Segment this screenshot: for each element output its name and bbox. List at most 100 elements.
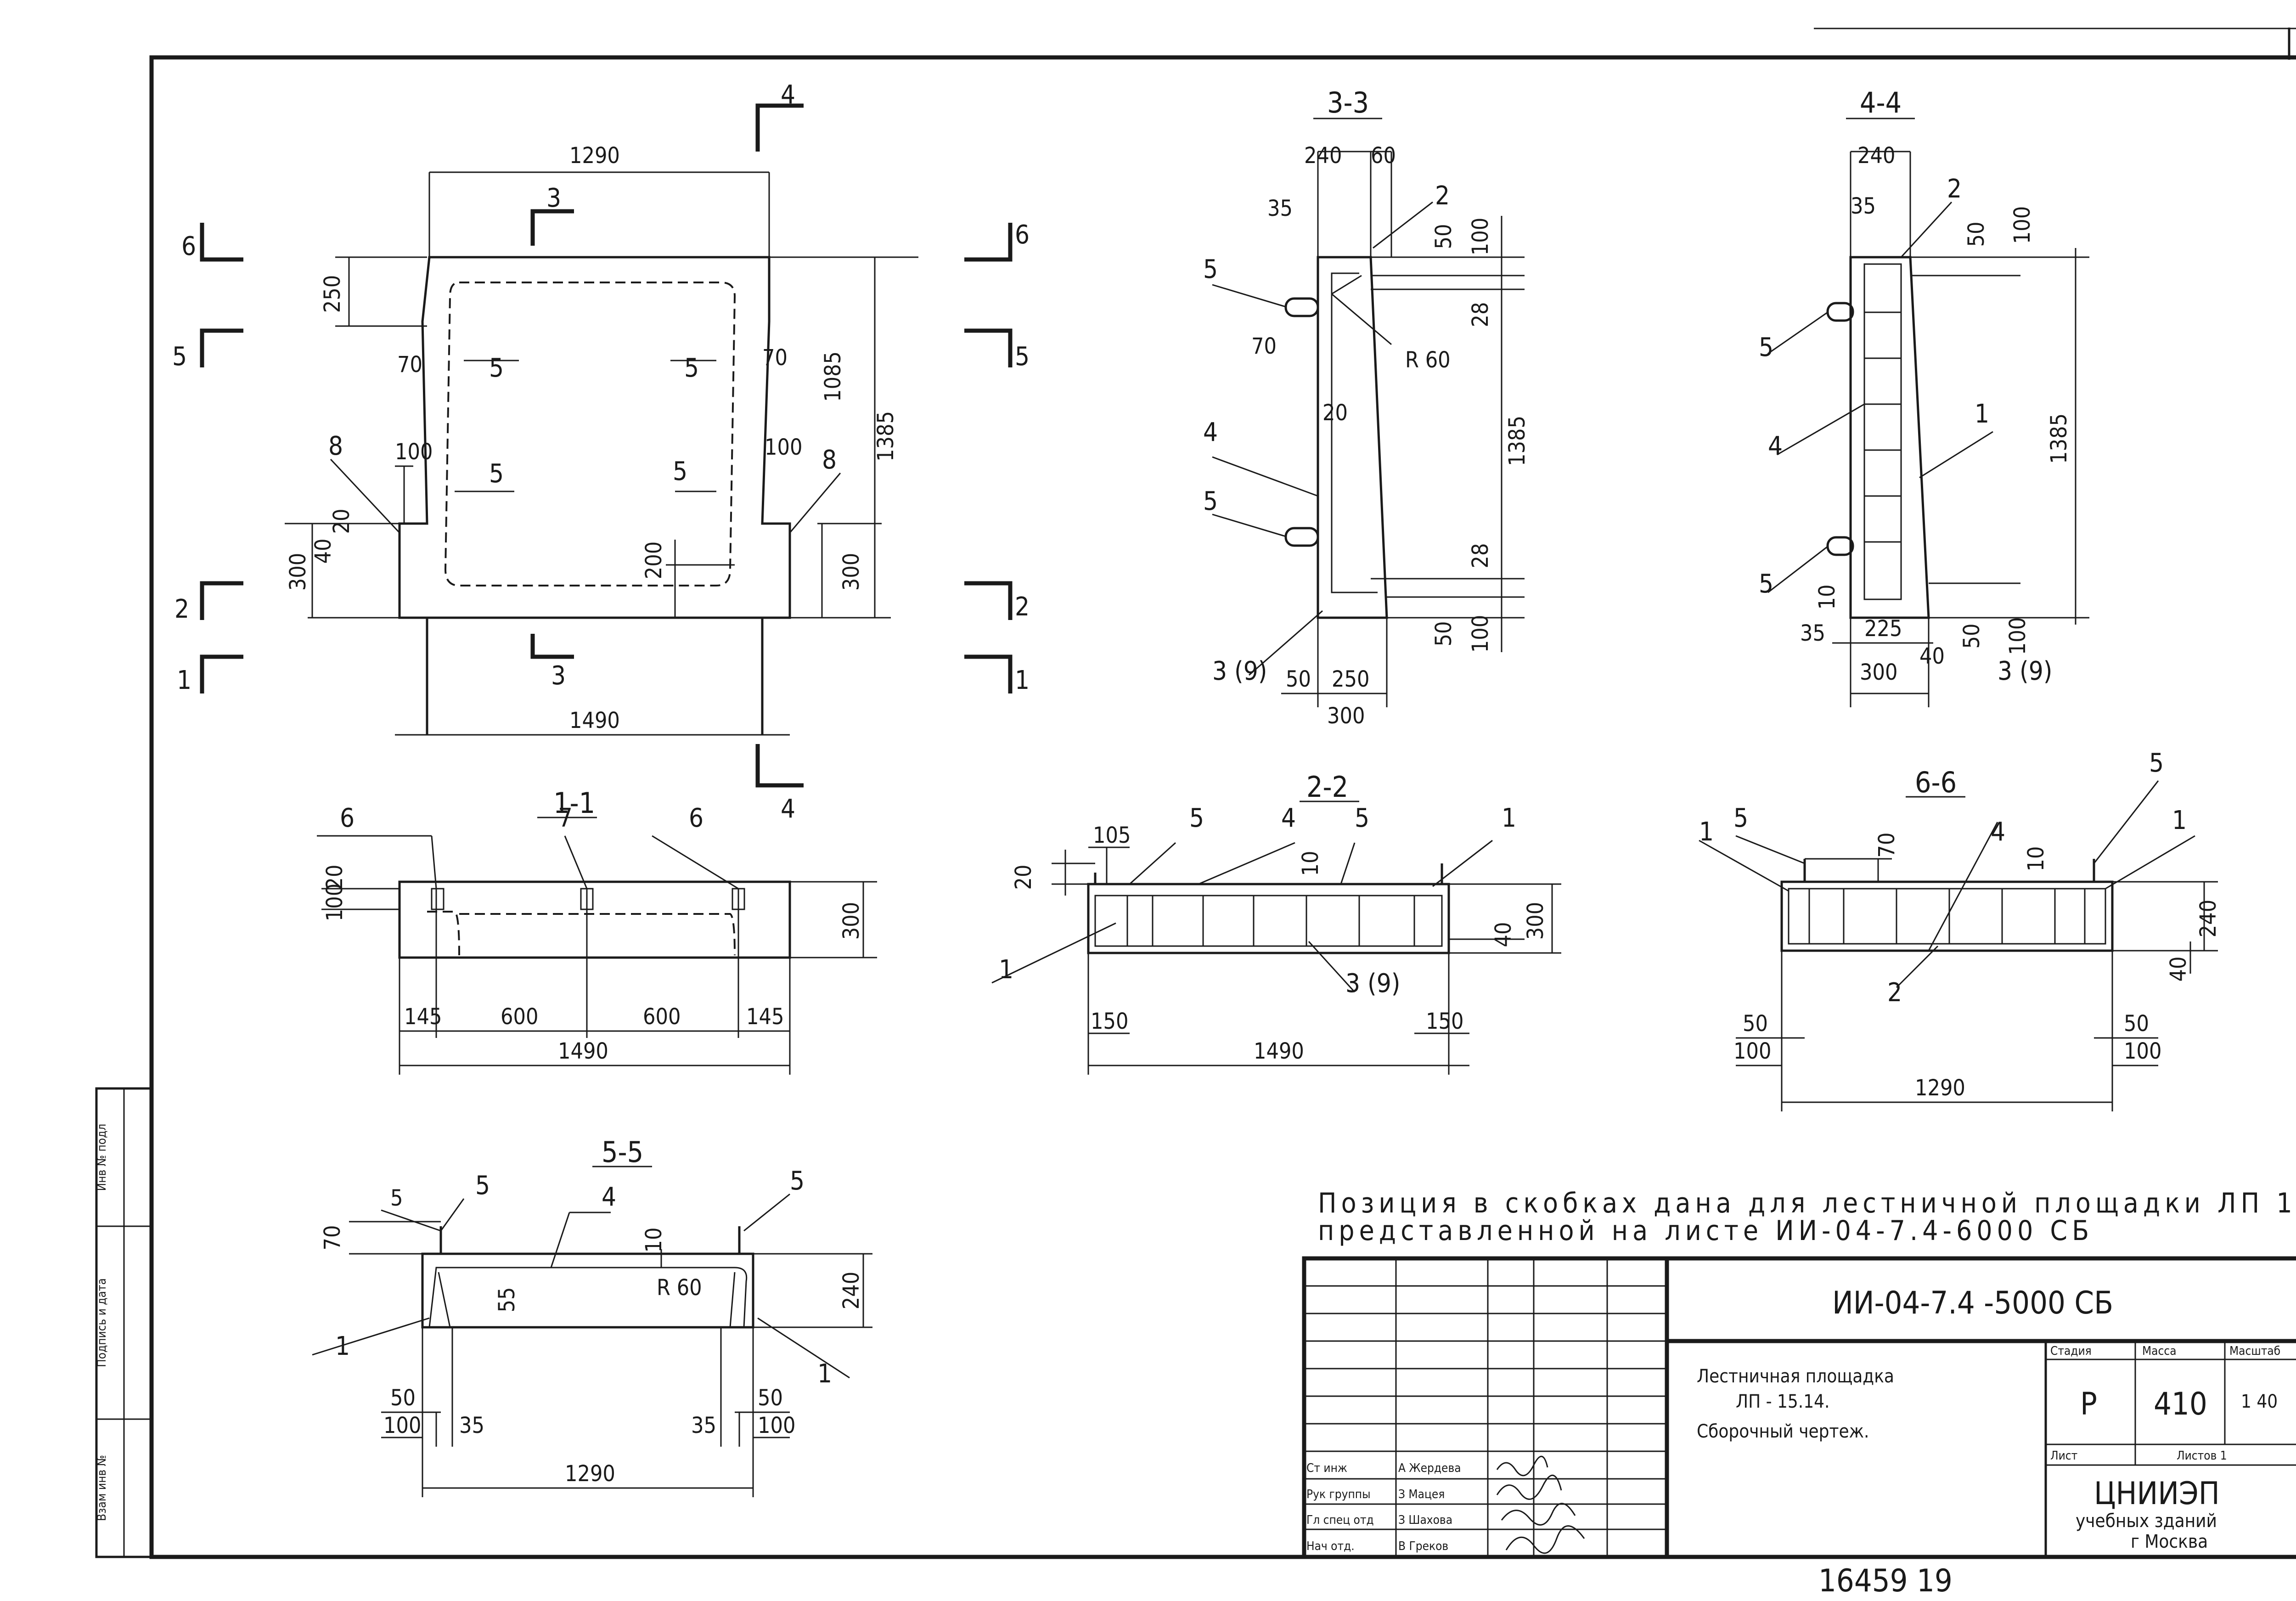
plan-cut-4-top: 4 [781, 80, 795, 110]
s11-pos-7: 7 [558, 803, 573, 833]
s44-dim-100-bottom: 100 [2005, 617, 2031, 655]
s11-dim-20: 20 [322, 865, 348, 890]
signature-2 [1496, 1475, 1562, 1500]
plan-dim-40: 40 [310, 539, 336, 564]
tb-role-4: Нач отд. [1306, 1539, 1355, 1553]
s66-pos-5-right: 5 [2149, 748, 2164, 778]
s66-dim-70: 70 [1874, 833, 1900, 858]
s22-pos-4: 4 [1281, 803, 1296, 833]
s55-pos-4: 4 [602, 1182, 616, 1212]
s44-dim-50-bottom: 50 [1959, 624, 1985, 649]
section-1-1-title: 1-1 [553, 786, 595, 820]
s55-dim-35-left: 35 [459, 1413, 484, 1438]
s22-dim-10: 10 [1298, 851, 1323, 876]
s22-dim-150-right: 150 [1426, 1009, 1463, 1034]
side-stamp: Инв № подл Подпись и дата Взам инв № [95, 1087, 153, 1558]
s11-dim-600-left: 600 [501, 1004, 538, 1030]
plan-dim-100-left: 100 [395, 439, 433, 465]
section-1-1: 1-1 100 20 300 145 600 600 145 1490 6 7 … [317, 786, 877, 1075]
section-6-6-title: 6-6 [1915, 766, 1957, 799]
s55-dim-240: 240 [838, 1272, 864, 1309]
s44-dim-10: 10 [1814, 585, 1840, 610]
plan-dim-20: 20 [329, 509, 355, 534]
s66-pos-1-right: 1 [2172, 806, 2187, 835]
s44-dim-40: 40 [1919, 643, 1945, 669]
s22-dim-20: 20 [1011, 865, 1036, 890]
s33-dim-28-top: 28 [1468, 302, 1493, 327]
tb-name-person-2: З Мацея [1398, 1488, 1445, 1501]
s33-dim-50-base: 50 [1286, 666, 1311, 692]
tb-name-1: Лестничная площадка [1697, 1366, 1894, 1387]
s33-dim-60: 60 [1371, 143, 1396, 169]
s33-dim-28-bottom: 28 [1468, 543, 1493, 569]
plan-dim-300-right: 300 [838, 553, 864, 591]
s33-dim-1385: 1385 [1504, 416, 1530, 466]
s66-pos-5-left: 5 [1733, 803, 1748, 833]
tb-role-2: Рук группы [1306, 1488, 1371, 1501]
s11-dim-600-right: 600 [643, 1004, 681, 1030]
s55-pos-1-left: 1 [335, 1331, 350, 1361]
plan-cut-3-bottom: 3 [551, 661, 566, 691]
tb-col-scale: Масштаб [2229, 1344, 2280, 1358]
s11-dim-145-right: 145 [746, 1004, 784, 1030]
tb-name-person-3: З Шахова [1398, 1513, 1452, 1527]
s22-pos-5-right: 5 [1355, 803, 1369, 833]
section-5-5: 5-5 5 70 10 240 55 R 60 50 100 35 35 50 … [312, 1135, 872, 1497]
tb-stage: Р [2080, 1386, 2097, 1422]
plan-cut-2-left: 2 [174, 594, 189, 624]
s66-dim-1290: 1290 [1915, 1075, 1965, 1101]
tb-code: ИИ-04-7.4 -5000 СБ [1832, 1285, 2113, 1321]
section-3-3-title: 3-3 [1327, 86, 1369, 119]
section-3-3: 3-3 240 60 35 50 100 28 70 R 60 20 1385 … [1203, 86, 1530, 729]
s66-pos-4: 4 [1991, 817, 2005, 847]
s33-dim-70: 70 [1251, 333, 1277, 359]
tb-org-3: г Москва [2131, 1531, 2208, 1552]
plan-dim-bottom-width: 1490 [569, 708, 620, 733]
s33-dim-300: 300 [1327, 703, 1365, 729]
section-6-6: 6-6 70 10 240 40 50 100 50 100 1290 5 1 … [1699, 748, 2221, 1111]
bottom-number: 16459 19 [1818, 1563, 1953, 1599]
title-block: ИИ-04-7.4 -5000 СБ Лестничная площадка Л… [1302, 1256, 2296, 1559]
s55-dim-55: 55 [494, 1287, 520, 1313]
tb-scale: 1 40 [2241, 1391, 2278, 1412]
plan-cut-6-left: 6 [181, 231, 196, 261]
s44-dim-240: 240 [1857, 143, 1895, 169]
s33-pos-4: 4 [1203, 417, 1218, 447]
plan-dim-250: 250 [320, 275, 345, 313]
s55-r60: R 60 [657, 1275, 702, 1301]
s44-dim-1385: 1385 [2046, 413, 2072, 464]
s33-pos-2: 2 [1435, 181, 1450, 211]
plan-cut-5-right: 5 [1015, 342, 1030, 372]
section-4-4: 4-4 240 35 50 100 1385 10 35 225 40 50 1… [1759, 86, 2089, 707]
s55-dim-50-left: 50 [390, 1385, 416, 1411]
s22-pos-3-9: 3 (9) [1345, 969, 1400, 998]
tb-sheets: Листов 1 [2177, 1449, 2227, 1463]
plan-dim-200: 200 [641, 541, 667, 579]
s66-pos-2: 2 [1887, 978, 1902, 1008]
s44-dim-300: 300 [1860, 660, 1897, 685]
s66-dim-50-left: 50 [1743, 1011, 1768, 1037]
plan-dim-top-width: 1290 [569, 143, 620, 169]
plan-pos-5d: 5 [673, 457, 687, 486]
plan-pos-8-left: 8 [328, 431, 343, 461]
note-line-1: Позиция в скобках дана для лестничной пл… [1318, 1187, 2296, 1219]
tb-sheet: Лист [2050, 1449, 2077, 1463]
section-5-5-title: 5-5 [602, 1135, 643, 1169]
s66-dim-100-left: 100 [1733, 1038, 1771, 1064]
signature-1 [1496, 1455, 1548, 1477]
plan-pos-8-right: 8 [822, 445, 837, 475]
plan-pos-5a: 5 [489, 353, 504, 383]
s44-pos-3-9: 3 (9) [1998, 656, 2052, 686]
plan-dim-1085: 1085 [820, 351, 846, 402]
s11-dim-145-left: 145 [404, 1004, 442, 1030]
s55-dim-35-right: 35 [691, 1413, 716, 1438]
plan-cut-6-right: 6 [1015, 220, 1030, 250]
plan-cut-2-right: 2 [1015, 592, 1030, 622]
s33-dim-100-top: 100 [1468, 218, 1493, 255]
s22-dim-105: 105 [1093, 823, 1131, 848]
s55-dim-70: 70 [320, 1225, 345, 1251]
plan-dim-300-left: 300 [285, 553, 311, 591]
section-2-2-title: 2-2 [1306, 770, 1348, 804]
s22-dim-150-left: 150 [1091, 1009, 1128, 1034]
s33-dim-20: 20 [1322, 400, 1348, 426]
